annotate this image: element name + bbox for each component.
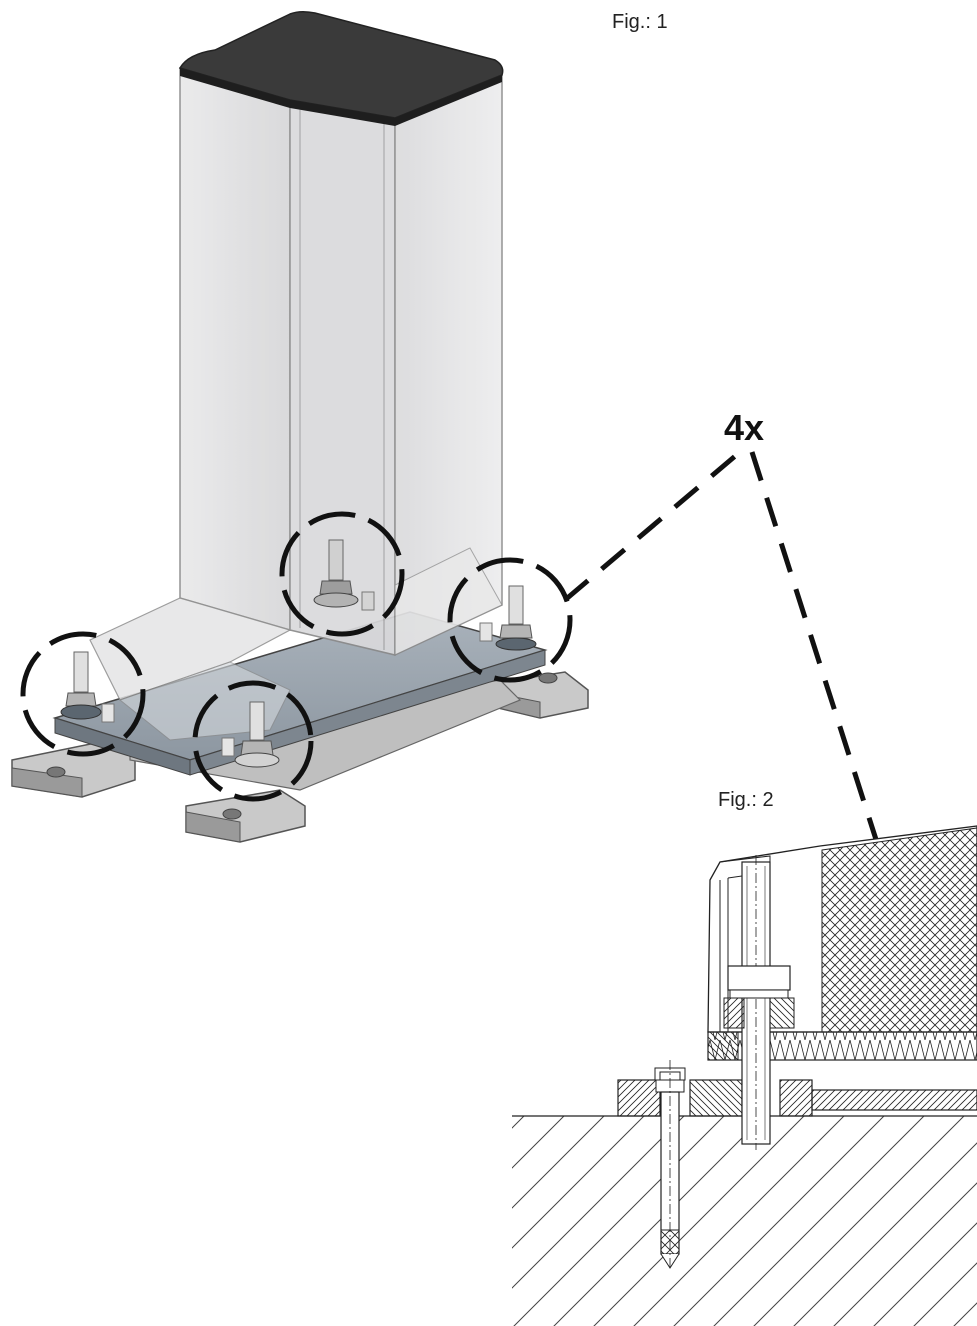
highlight-circle-front <box>192 680 314 802</box>
foot-plate-front <box>185 789 306 843</box>
foot-plate-right <box>489 671 589 719</box>
bolt-assembly-right <box>479 585 537 651</box>
quantity-callout: 4x <box>724 407 764 448</box>
highlight-circle-center <box>279 511 405 637</box>
callout-leader-lines <box>563 450 883 853</box>
bolt-assembly-left <box>60 651 115 723</box>
base-plate-section <box>617 1079 977 1117</box>
leveling-stud <box>723 855 795 1150</box>
figure-1-label: Fig.: 1 <box>612 11 668 33</box>
highlight-circle-left <box>20 631 146 757</box>
highlight-circle-right <box>447 557 573 683</box>
cross-section-view <box>512 825 977 1326</box>
bolt-assembly-front <box>221 701 280 768</box>
ground-hatch <box>512 1116 977 1326</box>
foot-plate-left <box>11 739 136 798</box>
post-top-cap <box>178 10 504 126</box>
bolt-assembly-center <box>313 539 375 611</box>
figure-2-label: Fig.: 2 <box>718 789 774 811</box>
anchor-bolt <box>654 1060 686 1270</box>
post-base-3d-view <box>11 10 589 843</box>
